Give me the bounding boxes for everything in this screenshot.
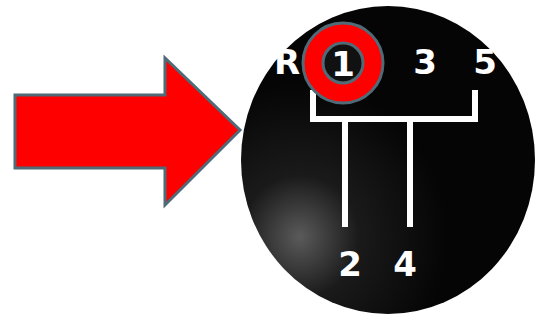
gear-knob: R 3 5 24 1 bbox=[240, 5, 536, 315]
ring-inner-edge bbox=[323, 43, 363, 83]
gear-number: 5 bbox=[473, 45, 497, 79]
pointer-arrow bbox=[15, 58, 240, 205]
shift-pattern-line bbox=[342, 119, 348, 227]
knob-body bbox=[241, 6, 535, 314]
gear-number: 4 bbox=[393, 247, 417, 281]
shift-pattern-line bbox=[407, 119, 413, 227]
gear-number: 3 bbox=[413, 45, 437, 79]
gear-number: R bbox=[274, 45, 300, 79]
gear-number: 2 bbox=[338, 247, 362, 281]
ring-outer-edge bbox=[303, 23, 383, 103]
highlight-ring: 1 bbox=[301, 21, 385, 105]
gear-number: 1 bbox=[331, 47, 355, 81]
ring-band bbox=[313, 33, 373, 93]
